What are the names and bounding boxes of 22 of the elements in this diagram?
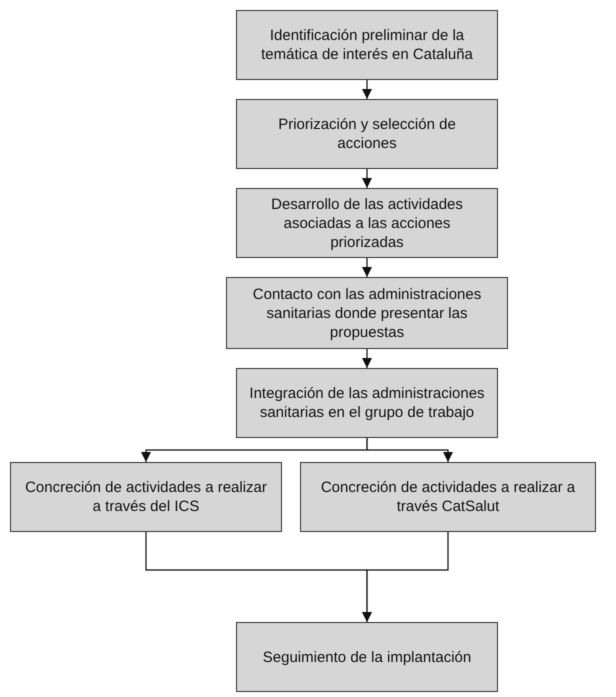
arrow bbox=[366, 438, 453, 462]
process-box bbox=[226, 277, 508, 349]
process-box bbox=[10, 462, 282, 532]
process-box bbox=[236, 622, 498, 692]
process-box bbox=[300, 462, 596, 532]
box-text: Integración de las administraciones sanitarias en el grupo de trabajo bbox=[248, 384, 486, 422]
arrow bbox=[362, 532, 449, 622]
box-text: Contacto con las administraciones sanitarias donde presentar las propuestas bbox=[252, 284, 482, 342]
arrow bbox=[362, 169, 372, 188]
arrow bbox=[362, 349, 372, 368]
process-box bbox=[236, 368, 498, 438]
arrow bbox=[362, 80, 372, 99]
box-text: Concreción de actividades a realizar a través del ICS bbox=[24, 478, 268, 516]
box-text: Identificación preliminar de la temática de interés en Cataluña bbox=[260, 26, 474, 64]
arrow bbox=[362, 258, 372, 277]
process-box bbox=[236, 10, 498, 80]
box-text: Desarrollo de las actividades asociadas a las acciones priorizadas bbox=[270, 194, 464, 252]
process-box bbox=[236, 99, 498, 169]
box-text: Concreción de actividades a realizar a través CatSalut bbox=[320, 478, 576, 516]
box-text: Priorización y selección de acciones bbox=[277, 115, 457, 153]
process-box bbox=[236, 188, 498, 258]
box-text: Seguimiento de la implantación bbox=[262, 648, 472, 666]
